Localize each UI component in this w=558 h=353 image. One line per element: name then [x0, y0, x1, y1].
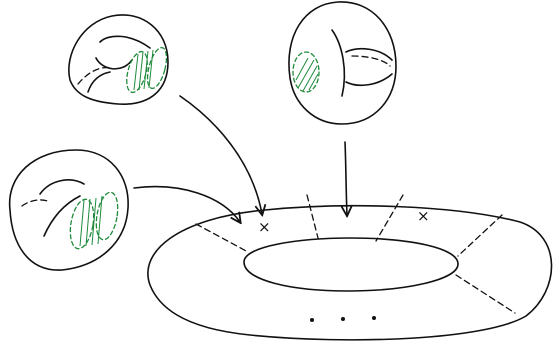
piece-top-right-outline: [288, 1, 397, 125]
arrow-top-right-piece: [345, 141, 347, 215]
cross-marker-2: ×: [417, 207, 430, 225]
piece-top-left-green-boundary-right: [146, 46, 168, 90]
piece-left-hidden-edge: [21, 199, 51, 207]
piece-top-right-green-boundary: [292, 51, 320, 93]
torus-piece-left: [8, 149, 129, 271]
piece-left-green-boundary-left: [69, 198, 95, 250]
ellipsis-dot-2: [341, 317, 345, 321]
piece-top-left-hidden-edge: [77, 66, 111, 85]
piece-top-right-green-hatch: [295, 57, 319, 92]
base-torus: × ×: [147, 194, 553, 341]
base-torus-inner-hole: [243, 237, 459, 292]
piece-left-green-boundary-right: [95, 191, 119, 241]
piece-left-green-hatch: [79, 195, 103, 247]
torus-piece-top-right: [288, 1, 397, 125]
ellipsis-dot-3: [372, 316, 376, 320]
piece-top-left-green-boundary-left: [126, 50, 148, 94]
cut-line-1: [195, 223, 249, 253]
cut-line-5: [455, 274, 516, 314]
torus-piece-top-left: [68, 14, 169, 105]
piece-top-left-handle: [99, 35, 151, 49]
cut-line-4: [457, 214, 503, 257]
arrow-top-left-piece: [179, 95, 262, 214]
piece-left-handle: [39, 179, 85, 195]
piece-top-right-hidden-edge: [351, 55, 391, 67]
cross-marker-1: ×: [258, 218, 271, 236]
piece-top-right-handle-lower: [345, 73, 393, 87]
piece-top-right-handle: [331, 29, 346, 97]
piece-top-right-handle-right: [345, 47, 393, 61]
ellipsis-dot-1: [310, 318, 314, 322]
cut-line-2: [306, 194, 319, 239]
ellipsis-dots: [310, 316, 376, 322]
piece-left-outline: [8, 149, 129, 271]
piece-top-left-handle-inner: [95, 57, 133, 70]
piece-top-left-outline: [68, 14, 169, 105]
piece-left-handle-inner: [43, 195, 81, 237]
cut-line-3: [375, 194, 404, 242]
piece-top-left-crease: [87, 71, 111, 93]
piece-top-left-green-hatch: [133, 49, 154, 91]
arrow-left-piece: [133, 185, 240, 222]
